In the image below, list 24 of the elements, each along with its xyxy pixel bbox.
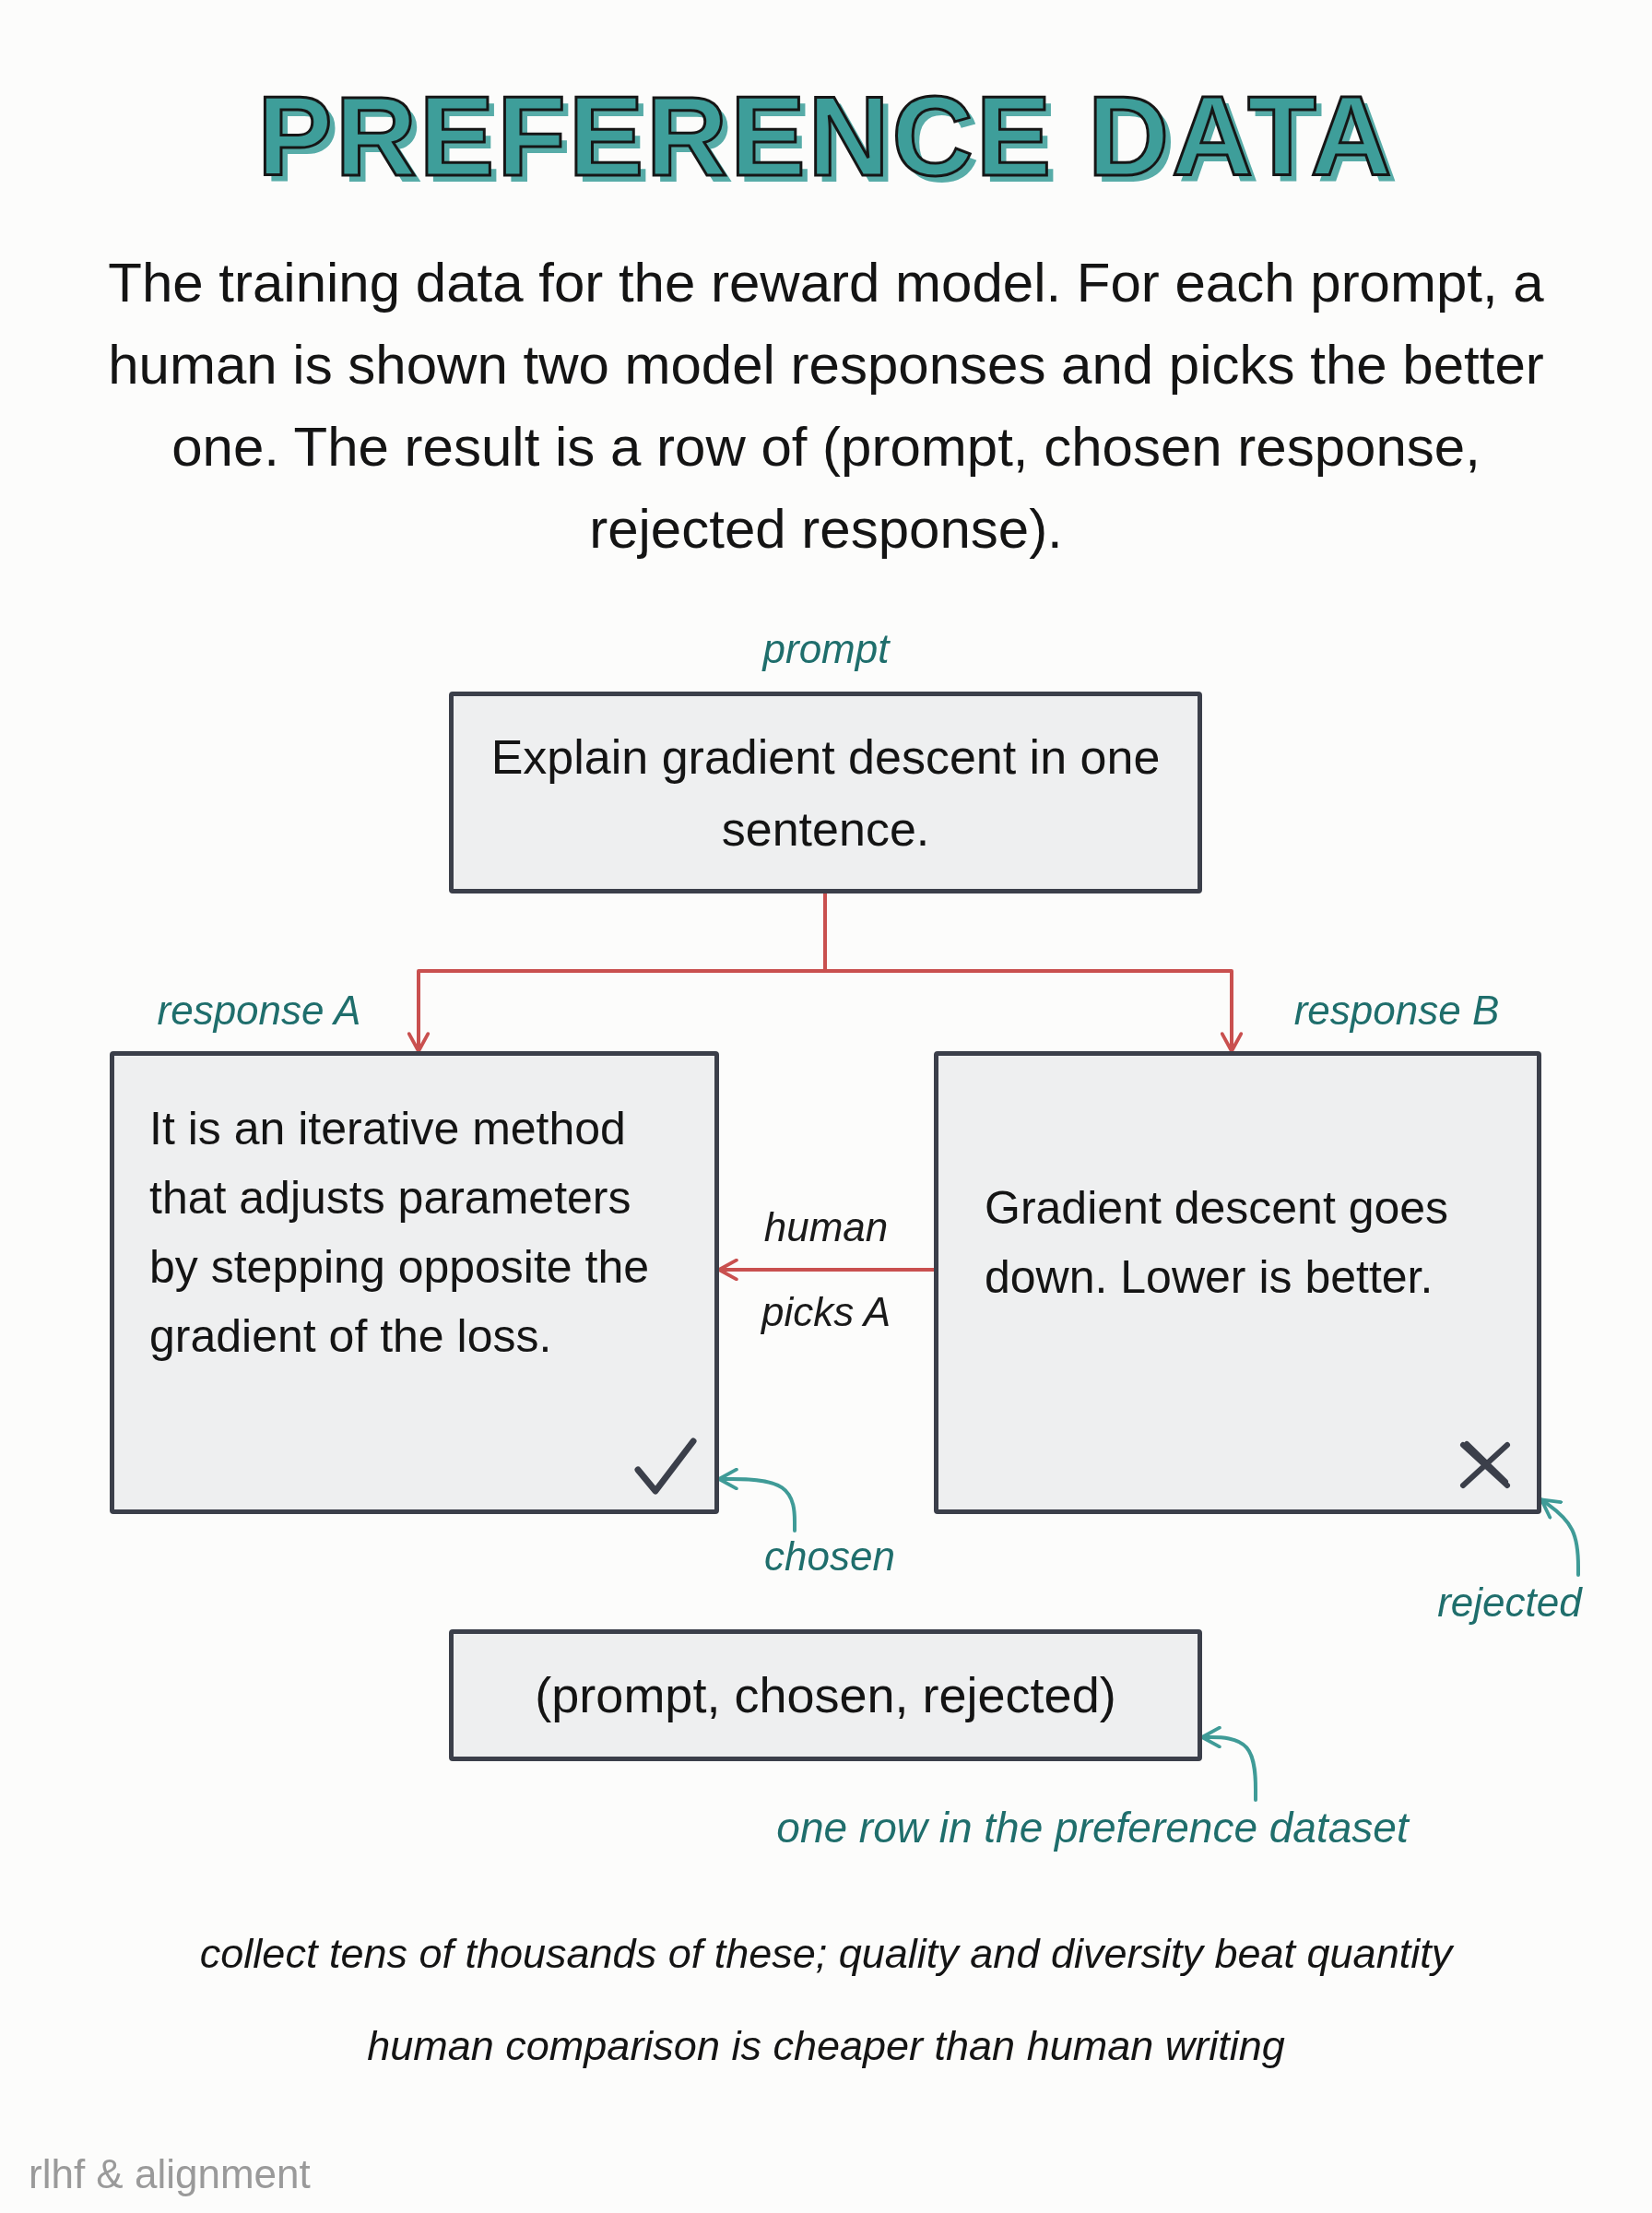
caption-label: response B <box>1293 987 1500 1035</box>
note-text: collect tens of thousands of these; quality and diversity beat quantity <box>199 1929 1453 1979</box>
description-text: The training data for the reward model. For each prompt, a human is shown two model responses and picks the better one. The result is a row of (prompt, chosen response, rejected response). <box>107 251 1545 562</box>
leader-arrow <box>1200 1725 1257 1802</box>
prompt-text: Explain gradient descent in one sentence. <box>490 728 1162 858</box>
arrow <box>717 1258 936 1282</box>
response-box <box>934 1051 1541 1514</box>
note-text: human comparison is cheaper than human writing <box>367 2021 1285 2071</box>
response-box <box>110 1051 719 1514</box>
row-text: (prompt, chosen, rejected) <box>535 1666 1116 1724</box>
title: PREFERENCE DATA <box>257 73 1395 201</box>
caption-label: response A <box>157 987 361 1035</box>
footer-text: rlhf & alignment <box>29 2150 311 2198</box>
prompt-box <box>449 692 1202 893</box>
annotation-label: one row in the preference dataset <box>733 1800 1452 1855</box>
leader-arrow <box>717 1467 796 1533</box>
annotation-label: chosen <box>756 1531 903 1582</box>
annotation-label: rejected <box>1424 1575 1595 1630</box>
caption-label: prompt <box>762 625 890 673</box>
row-box <box>449 1629 1202 1761</box>
response-text: It is an iterative method that adjusts parameters by stepping opposite the gradient of the loss. <box>149 1102 651 1364</box>
edge-label: human picks A <box>760 1203 892 1336</box>
response-text: Gradient descent goes down. Lower is better. <box>985 1181 1450 1305</box>
leader-arrow <box>1540 1497 1580 1577</box>
